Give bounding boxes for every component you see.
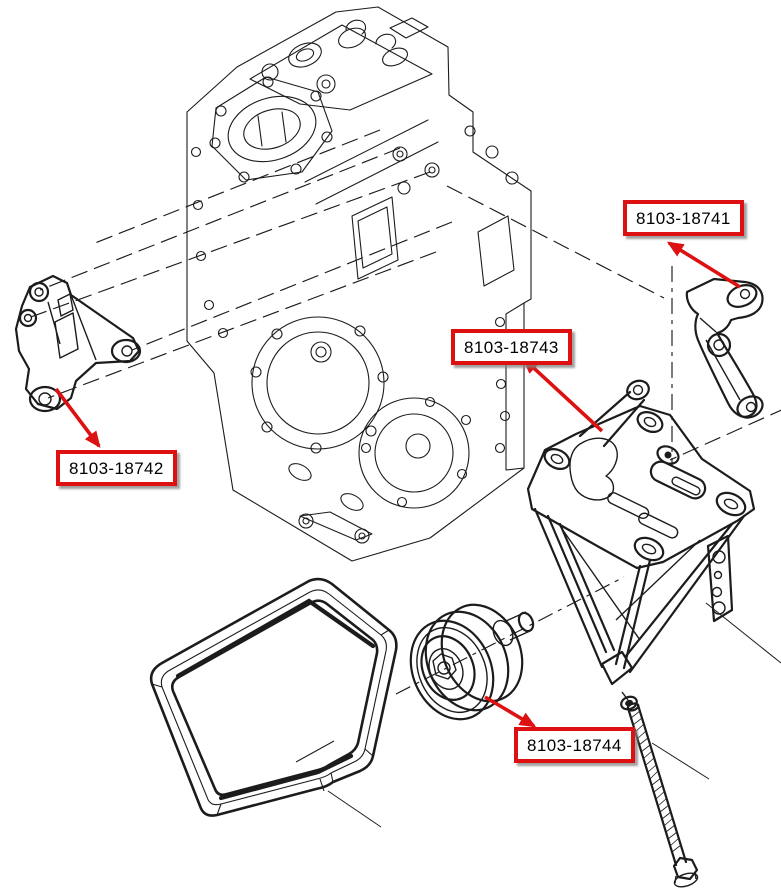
mounting-bracket-part-18743-drawing	[526, 379, 756, 711]
arrow-to-callout-18741	[666, 241, 741, 289]
callout-part-18742[interactable]: 8103-18742	[56, 450, 177, 486]
callout-part-18743[interactable]: 8103-18743	[451, 329, 572, 365]
pulley-axis-line	[395, 576, 625, 695]
pulley-part-18744-drawing	[409, 603, 535, 721]
callout-part-18741[interactable]: 8103-18741	[623, 200, 744, 236]
arrow-to-callout-18742	[54, 387, 101, 449]
bracket-part-18742-drawing	[14, 274, 142, 413]
arrow-to-callout-18743	[522, 357, 604, 433]
arm-bracket-part-18741-drawing	[685, 277, 764, 419]
mounting-bolt-drawing	[626, 702, 699, 888]
projection-lines	[27, 129, 781, 828]
engine-block-drawing	[186, 6, 532, 562]
v-belt-drawing	[149, 577, 398, 817]
arrow-to-callout-18744	[484, 695, 537, 728]
callout-part-18744[interactable]: 8103-18744	[514, 727, 635, 763]
callout-arrows	[54, 241, 741, 728]
